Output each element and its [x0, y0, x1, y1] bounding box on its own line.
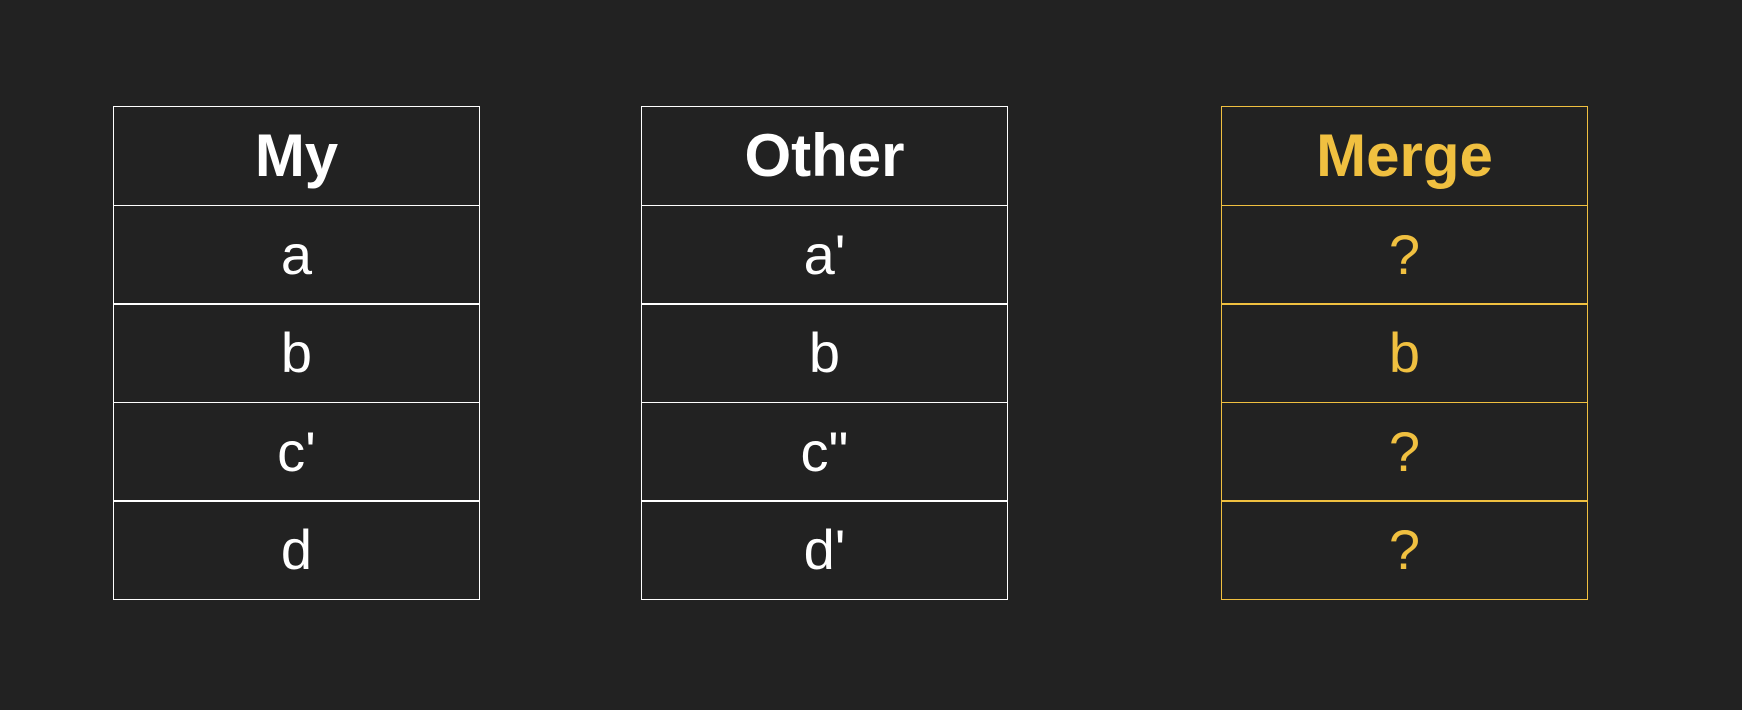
other-table-row: b	[641, 303, 1008, 403]
merge-table-row: b	[1221, 303, 1588, 403]
other-table-row: a'	[641, 204, 1008, 305]
my-table-header: My	[113, 106, 480, 206]
my-table-row: d	[113, 500, 480, 600]
my-table-row: a	[113, 204, 480, 305]
my-table-row: b	[113, 303, 480, 403]
merge-table-row: ?	[1221, 401, 1588, 502]
other-table-row: c"	[641, 401, 1008, 502]
other-table-header: Other	[641, 106, 1008, 206]
other-table-row: d'	[641, 500, 1008, 600]
merge-table: Merge ? b ? ?	[1221, 106, 1588, 600]
merge-table-header: Merge	[1221, 106, 1588, 206]
merge-table-row: ?	[1221, 500, 1588, 600]
my-table: My a b c' d	[113, 106, 480, 600]
merge-table-row: ?	[1221, 204, 1588, 305]
my-table-row: c'	[113, 401, 480, 502]
other-table: Other a' b c" d'	[641, 106, 1008, 600]
